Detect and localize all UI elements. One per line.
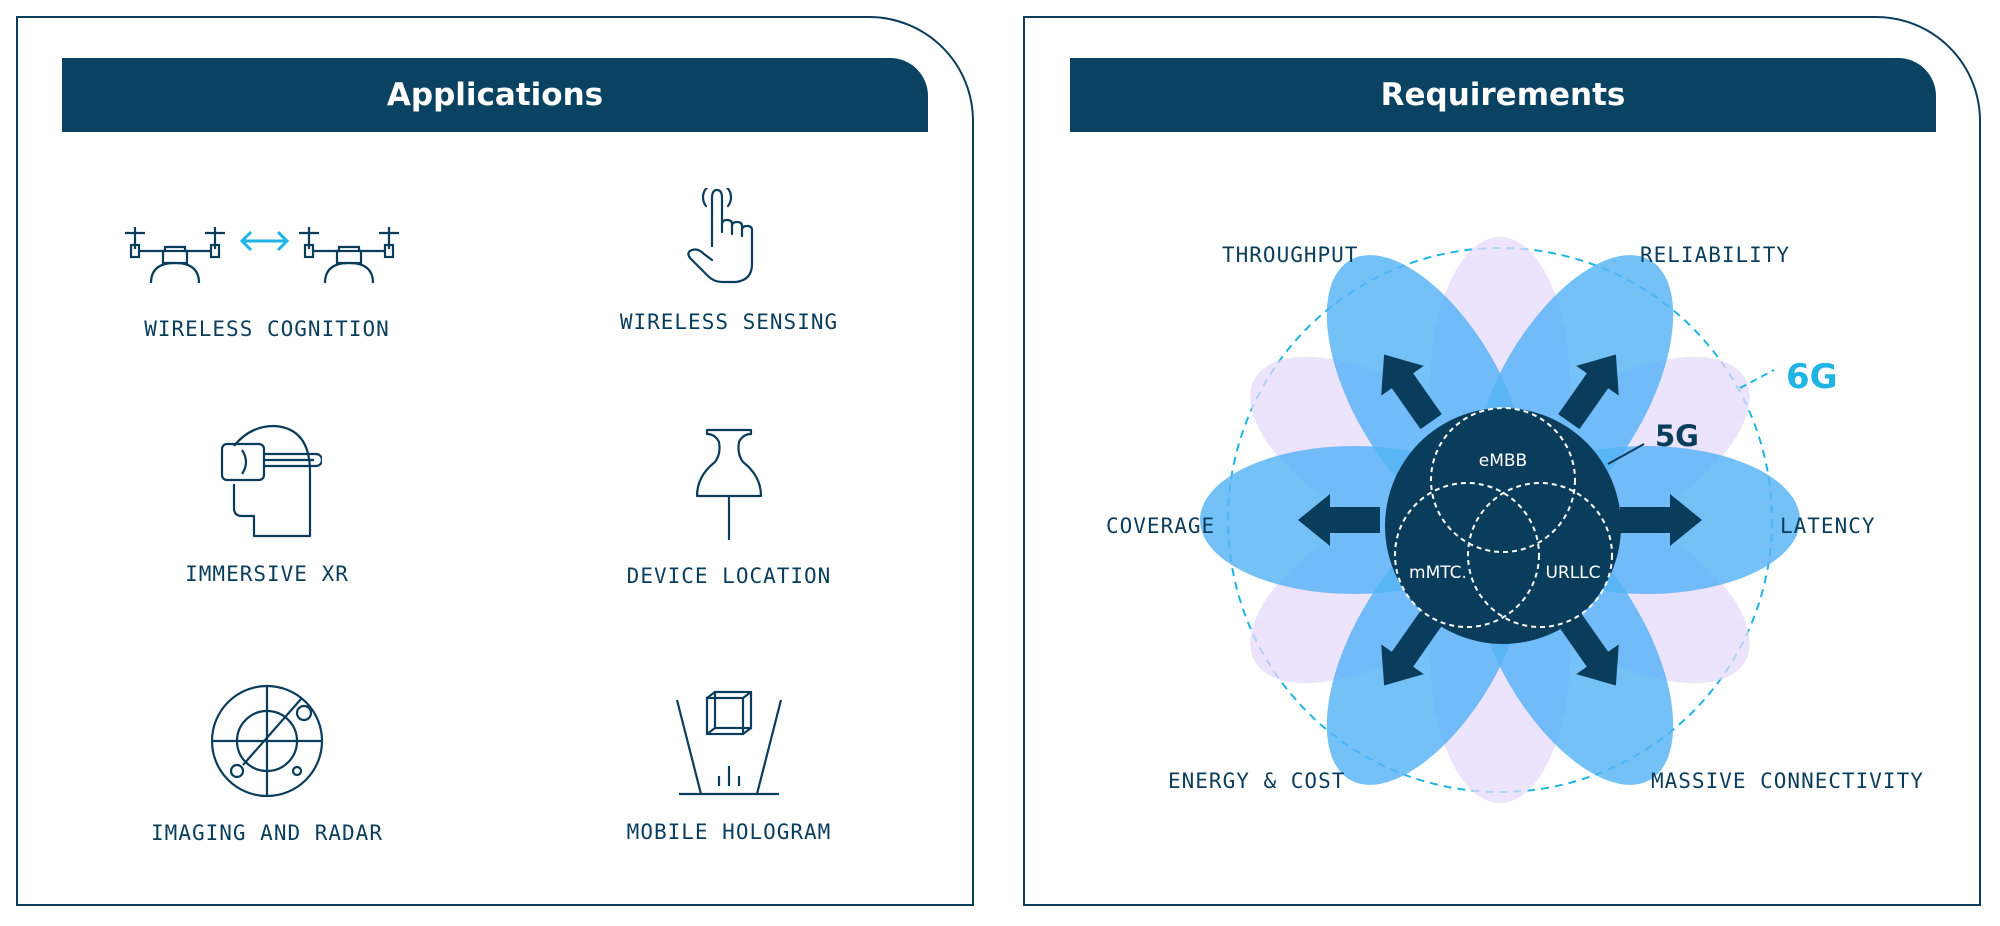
hologram-icon [675, 690, 783, 796]
app-label: DEVICE LOCATION [626, 564, 832, 588]
app-label: WIRELESS COGNITION [144, 317, 390, 341]
label-latency: LATENCY [1780, 514, 1876, 538]
venn-urllc [1467, 482, 1613, 628]
6g-leader-line [1739, 369, 1775, 389]
radar-icon [210, 684, 324, 798]
app-wireless-cognition: WIRELESS COGNITION [32, 215, 502, 341]
label-6g: 6G [1786, 357, 1838, 397]
venn-mmtc [1394, 482, 1540, 628]
app-label: WIRELESS SENSING [619, 310, 839, 334]
label-energy-cost: ENERGY & COST [1168, 769, 1345, 793]
usecase-urllc: URLLC [1545, 563, 1600, 583]
applications-panel [16, 16, 974, 906]
app-wireless-sensing: WIRELESS SENSING [494, 188, 964, 334]
label-coverage: COVERAGE [1106, 514, 1215, 538]
app-imaging-radar: IMAGING AND RADAR [32, 683, 502, 845]
label-5g: 5G [1655, 419, 1699, 453]
arrow-throughput-icon [1381, 354, 1442, 430]
venn-embb [1430, 407, 1576, 553]
app-mobile-hologram: MOBILE HOLOGRAM [494, 690, 964, 844]
label-reliability: RELIABILITY [1640, 243, 1790, 267]
app-label: IMMERSIVE XR [185, 562, 349, 586]
usecase-mmtc: mMTC. [1409, 563, 1467, 583]
applications-header: Applications [62, 58, 928, 132]
touch-hand-icon [687, 188, 754, 284]
app-immersive-xr: IMMERSIVE XR [32, 424, 502, 586]
5g-leader-line [1607, 443, 1645, 465]
usecase-venn [1394, 407, 1613, 628]
pushpin-icon [695, 428, 763, 540]
arrow-massive-connectivity-icon [1558, 610, 1619, 686]
app-label: MOBILE HOLOGRAM [626, 820, 832, 844]
app-label: IMAGING AND RADAR [151, 821, 383, 845]
arrow-coverage-icon [1298, 494, 1380, 546]
usecase-embb: eMBB [1479, 451, 1527, 471]
5g-core-circle [1385, 408, 1621, 644]
vr-headset-icon [220, 424, 322, 538]
arrow-reliability-icon [1558, 354, 1619, 430]
requirements-panel [1023, 16, 1981, 906]
label-massive-connectivity: MASSIVE CONNECTIVITY [1651, 769, 1924, 793]
arrow-energy-cost-icon [1381, 610, 1442, 686]
requirements-header: Requirements [1070, 58, 1936, 132]
app-device-location: DEVICE LOCATION [494, 428, 964, 588]
drones-icon [125, 227, 399, 284]
arrow-latency-icon [1620, 494, 1702, 546]
label-throughput: THROUGHPUT [1222, 243, 1358, 267]
direction-arrows [1298, 354, 1702, 686]
